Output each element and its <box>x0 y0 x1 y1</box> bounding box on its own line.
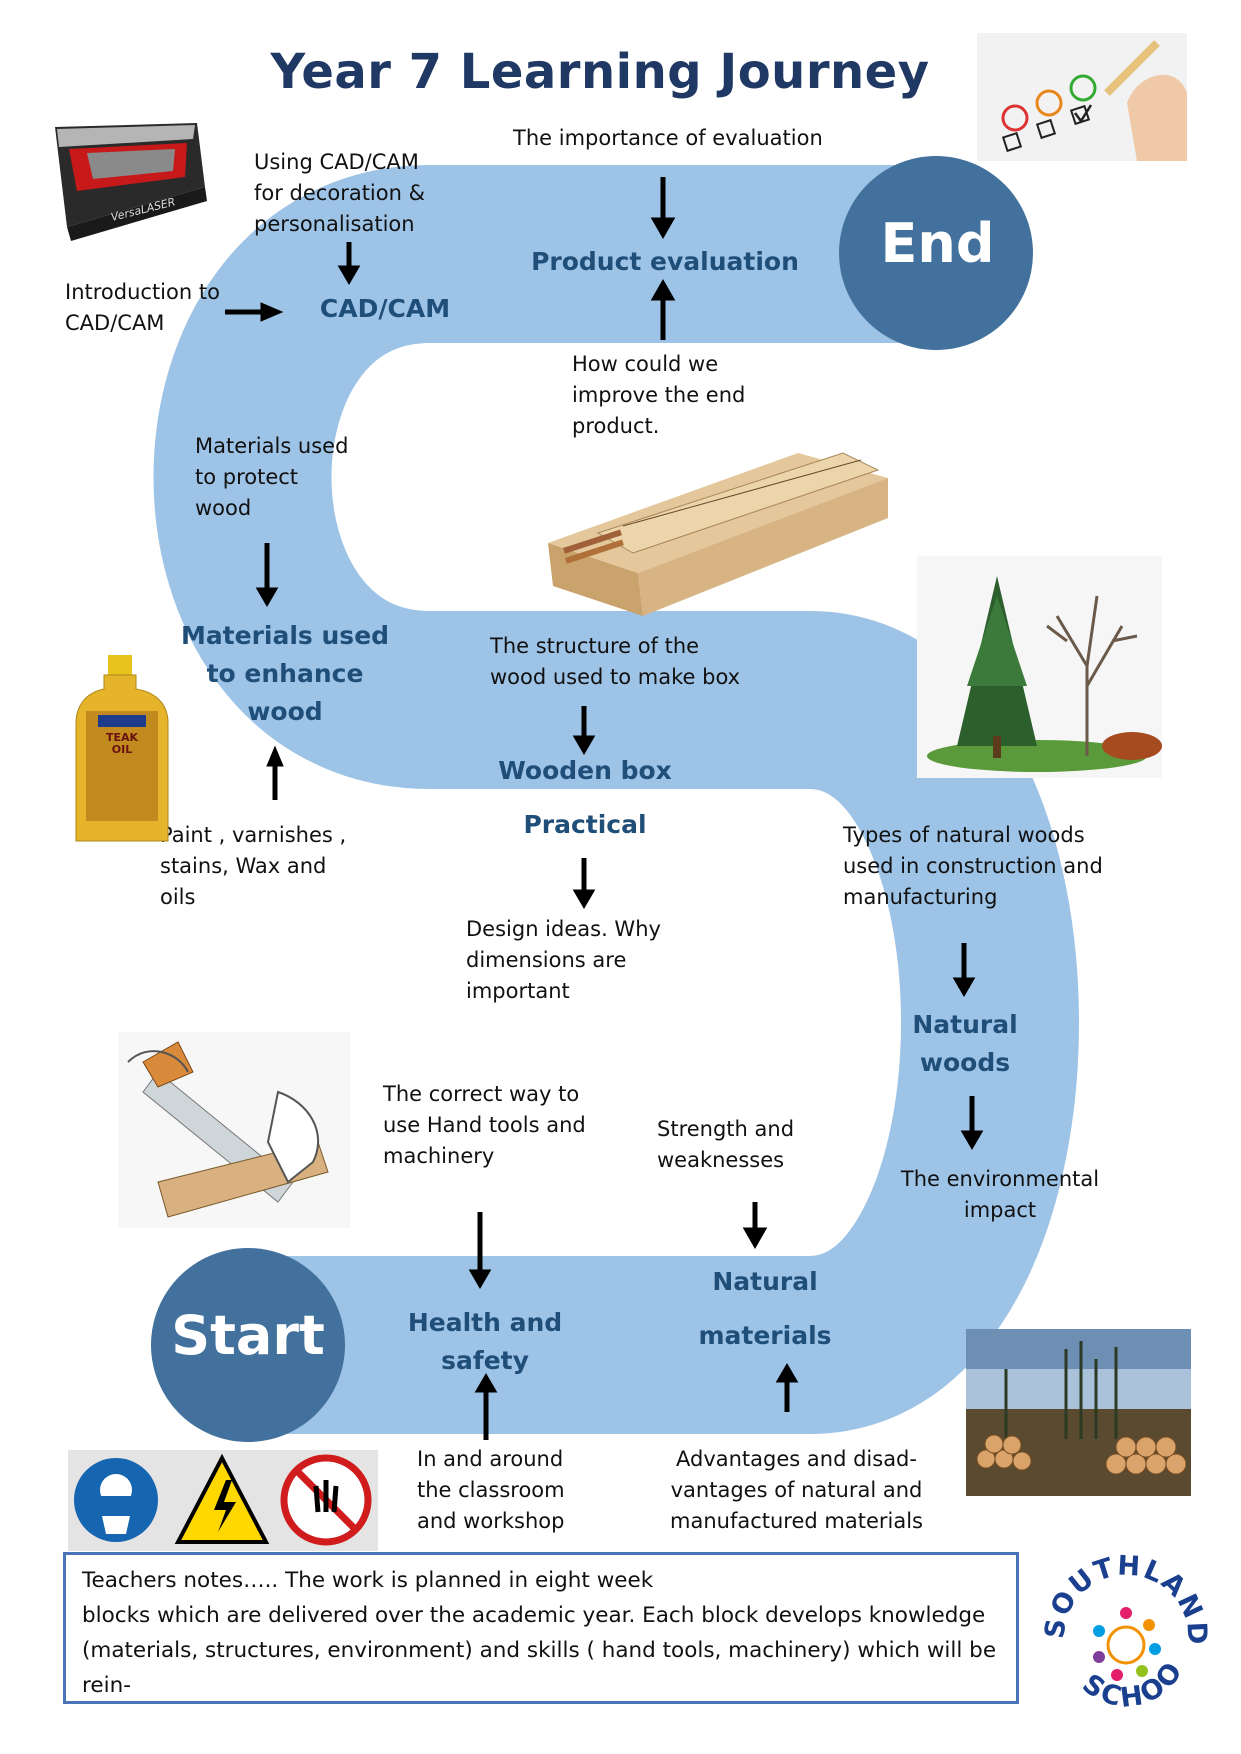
stage-natural-materials: Natural materials <box>698 1267 832 1350</box>
page-title: Year 7 Learning Journey <box>270 44 930 100</box>
start-label: Start <box>171 1304 325 1367</box>
note-paint: Paint , varnishes , stains, Wax and oils <box>160 823 347 909</box>
note-using-cadcam: Using CAD/CAM for decoration & personali… <box>254 150 425 236</box>
evaluation-checklist-picture <box>977 33 1187 161</box>
wooden-pencil-box-picture <box>548 452 888 616</box>
stage-health-safety: Health and safety <box>407 1308 563 1375</box>
stage-wooden-box: Wooden box Practical <box>498 756 672 839</box>
note-importance: The importance of evaluation <box>513 126 823 150</box>
safety-signs-picture <box>68 1450 378 1551</box>
teak-oil-bottle-picture: TEAK OIL <box>75 655 169 842</box>
stage-natural-woods: Natural woods <box>912 1010 1018 1077</box>
felled-logs-picture <box>966 1329 1191 1496</box>
stage-cadcam: CAD/CAM <box>319 294 451 323</box>
laser-cutter-picture: VersaLASER <box>55 123 207 241</box>
note-types-woods: Types of natural woods used in construct… <box>843 823 1103 909</box>
note-design-ideas: Design ideas. Why dimensions are importa… <box>466 917 661 1003</box>
stage-product-evaluation: Product evaluation <box>531 247 799 276</box>
note-protect: Materials used to protect wood <box>195 434 349 520</box>
note-improve: How could we improve the end product. <box>572 352 746 438</box>
stage-enhance-wood: Materials used to enhance wood <box>180 621 390 726</box>
hand-saw-picture <box>118 1032 350 1228</box>
start-circle <box>151 1248 345 1442</box>
note-strength: Strength and weaknesses <box>657 1117 795 1172</box>
teacher-notes: Teachers notes….. The work is planned in… <box>82 1568 997 1698</box>
note-structure: The structure of the wood used to make b… <box>490 634 741 689</box>
svg-text:OIL: OIL <box>112 743 132 756</box>
trees-picture <box>917 556 1162 778</box>
svg-text:TEAK: TEAK <box>106 731 139 744</box>
teacher-notes-box <box>63 1552 1019 1704</box>
end-label: End <box>880 212 995 275</box>
note-intro-cadcam: Introduction to CAD/CAM <box>65 280 220 335</box>
note-in-around: In and around the classroom and workshop <box>417 1447 565 1533</box>
note-advantages: Advantages and disad- vantages of natura… <box>670 1447 923 1533</box>
note-hand-tools: The correct way to use Hand tools and ma… <box>383 1082 586 1168</box>
end-circle <box>839 156 1033 350</box>
note-environmental: The environmental impact <box>900 1167 1100 1222</box>
